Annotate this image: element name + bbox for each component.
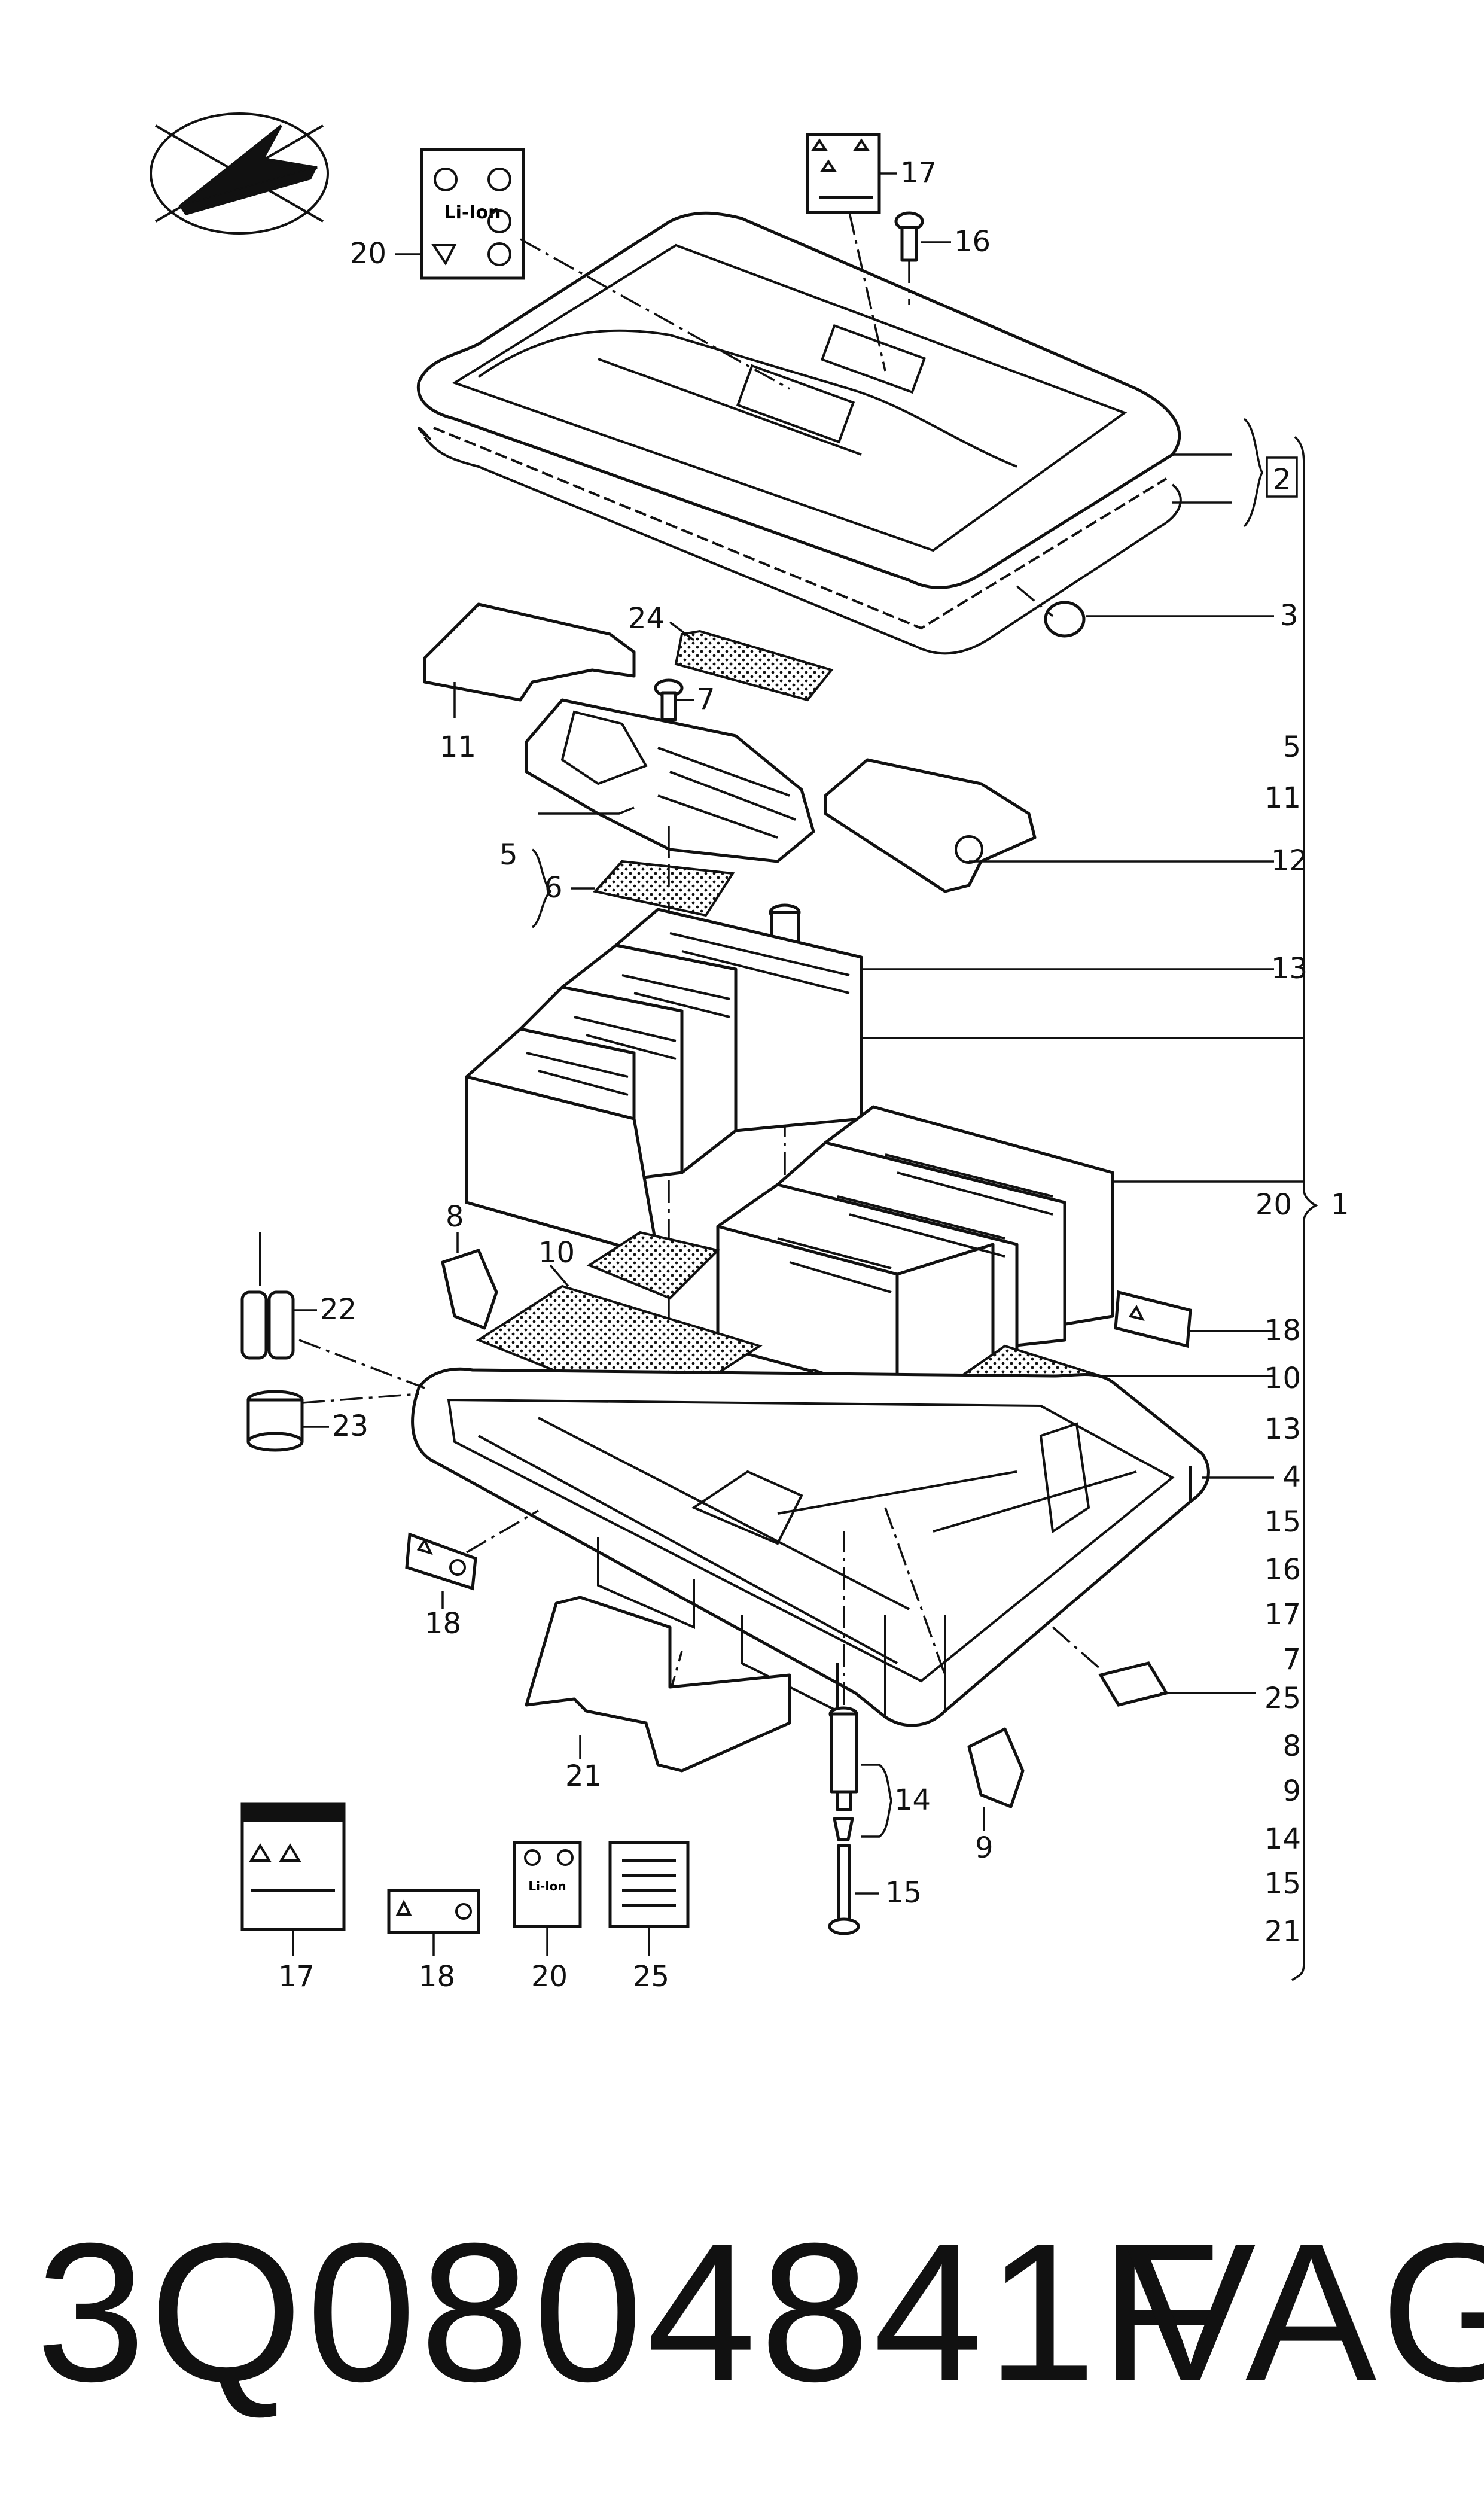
battery-module-group-front	[716, 1105, 1114, 1396]
index-item: 14	[1264, 1822, 1301, 1856]
label-25-bottom	[608, 1841, 690, 1928]
mat-24	[674, 629, 834, 702]
warning-label-top	[806, 133, 881, 214]
warning-label-18-left	[405, 1532, 477, 1591]
li-ion-recycling-label-bottom: Li-Ion	[513, 1841, 582, 1928]
manufacturer-name: VAG	[1125, 2202, 1484, 2422]
part-number: 3Q0804841F	[36, 2202, 1224, 2422]
index-item: 5	[1282, 730, 1301, 764]
callout-11: 11	[440, 730, 476, 764]
mat-10-center-left	[586, 1231, 720, 1300]
cover-11	[423, 602, 636, 702]
index-item: 10	[1264, 1362, 1301, 1395]
index-item: 18	[1264, 1314, 1301, 1347]
index-item: 7	[1282, 1643, 1301, 1676]
bracket-21	[525, 1596, 791, 1773]
bolt-15	[828, 1844, 860, 1935]
callout-5-left: 5	[499, 838, 518, 872]
callout-10-left: 10	[538, 1236, 575, 1269]
primer-can-23	[246, 1390, 304, 1452]
callout-9: 9	[975, 1831, 994, 1865]
battery-housing-tray	[411, 1367, 1210, 1727]
nut-3	[1044, 601, 1086, 638]
callout-20-bottom: 20	[531, 1960, 568, 1993]
index-item: 8	[1282, 1730, 1301, 1763]
index-item: 16	[1264, 1553, 1301, 1587]
bolt-16	[894, 211, 924, 262]
callout-18-left: 18	[425, 1607, 461, 1640]
callout-12: 12	[1271, 844, 1308, 878]
index-item: 9	[1282, 1774, 1301, 1808]
callout-15: 15	[885, 1876, 922, 1910]
warning-label-18-right	[1114, 1290, 1192, 1348]
orientation-arrow-icon	[150, 112, 329, 235]
callout-23: 23	[332, 1409, 368, 1443]
index-item: 4	[1282, 1460, 1301, 1494]
li-ion-text-bottom: Li-Ion	[528, 1879, 566, 1893]
callout-24: 24	[628, 602, 665, 635]
callout-6: 6	[544, 871, 563, 905]
index-item: 11	[1264, 781, 1301, 815]
cover-12	[824, 758, 1037, 893]
callout-3: 3	[1280, 599, 1299, 632]
callout-20-top: 20	[350, 237, 386, 270]
sleeve-14	[828, 1706, 858, 1841]
callout-7: 7	[697, 683, 715, 716]
callout-13: 13	[1271, 952, 1308, 985]
cover-seal	[418, 427, 1182, 655]
callout-16: 16	[954, 225, 991, 258]
sealant-cartridge-22	[240, 1232, 295, 1360]
index-item: 25	[1264, 1682, 1301, 1715]
callout-2-highlight	[1266, 456, 1298, 498]
warning-label-18-bottom	[387, 1889, 480, 1934]
callout-8: 8	[446, 1200, 464, 1234]
index-item: 15	[1264, 1867, 1301, 1901]
index-item: 20	[1256, 1188, 1292, 1222]
index-item: 13	[1264, 1412, 1301, 1446]
index-item: 17	[1264, 1598, 1301, 1631]
callout-14: 14	[894, 1783, 931, 1817]
callout-18-bottom: 18	[419, 1960, 455, 1993]
index-column: 5 11 20 18 10 13 4 15 16 17 7 25 8 9 14 …	[1256, 730, 1301, 1948]
li-ion-recycling-label-top: Li-Ion	[420, 148, 525, 280]
callout-21: 21	[565, 1759, 602, 1793]
mat-6	[593, 860, 735, 917]
callout-25-bottom: 25	[633, 1960, 669, 1993]
callout-1: 1	[1331, 1188, 1349, 1222]
battery-cover	[416, 211, 1181, 589]
callout-17-top: 17	[900, 156, 937, 190]
index-item: 21	[1264, 1915, 1301, 1948]
rubber-foot-8	[441, 1249, 498, 1330]
rubber-foot-9	[967, 1727, 1025, 1808]
control-unit-5	[525, 698, 815, 863]
callout-2: 2	[1273, 463, 1291, 497]
warning-label-17-bottom	[240, 1802, 346, 1931]
index-item: 15	[1264, 1505, 1301, 1539]
bolt-7	[654, 678, 684, 721]
label-25	[1098, 1661, 1169, 1707]
callout-17-bottom: 17	[278, 1960, 315, 1993]
callout-22: 22	[320, 1293, 356, 1326]
